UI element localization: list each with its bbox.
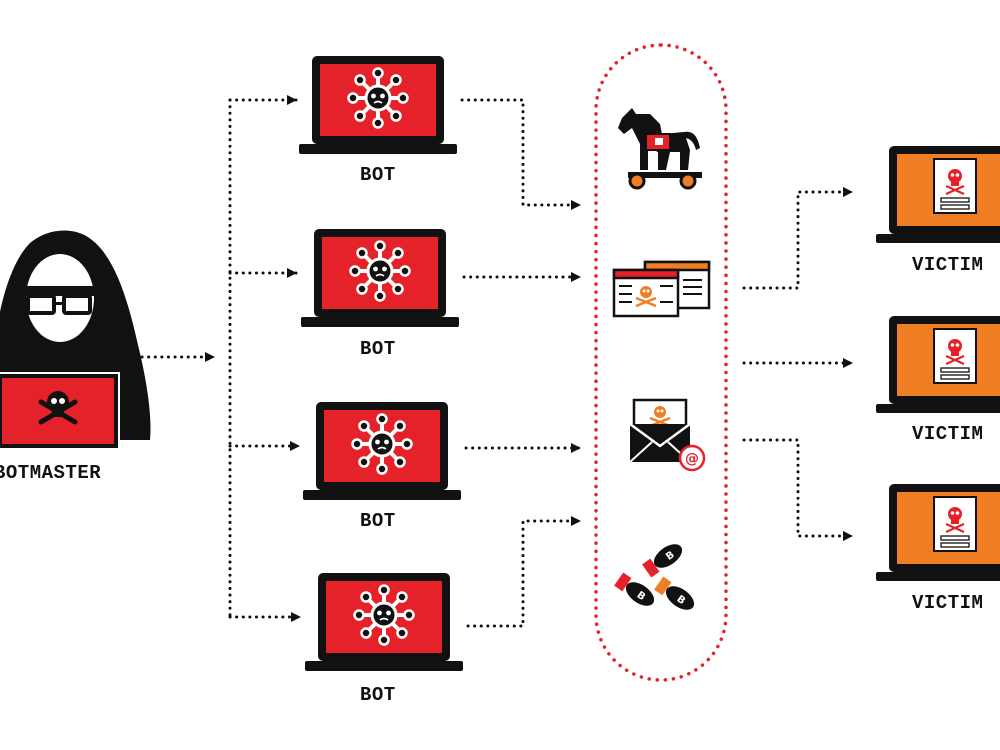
connector-arrows bbox=[140, 95, 854, 628]
victim-laptop-3 bbox=[876, 484, 1000, 581]
botmaster-hacker-icon bbox=[0, 230, 151, 448]
bot-label-4: BOT bbox=[360, 684, 396, 706]
victim-label-3: VICTIM bbox=[912, 592, 984, 614]
arrow-to-victim-3 bbox=[742, 438, 854, 541]
victim-laptop-2 bbox=[876, 316, 1000, 413]
arrow-to-victim-1 bbox=[742, 187, 854, 290]
infected-document-icon bbox=[932, 157, 978, 215]
virus-icon bbox=[346, 66, 410, 130]
svg-text:@: @ bbox=[685, 451, 699, 467]
bot-laptop-2 bbox=[301, 229, 459, 327]
phishing-email-icon: @ bbox=[629, 398, 706, 472]
bombs-icon: B B B bbox=[614, 544, 695, 610]
victim-label-1: VICTIM bbox=[912, 254, 984, 276]
trojan-horse-icon bbox=[618, 108, 702, 190]
infected-document-icon bbox=[932, 327, 978, 385]
virus-icon bbox=[348, 239, 412, 303]
arrow-bot-1-to-trojan bbox=[460, 98, 582, 210]
virus-icon bbox=[350, 412, 414, 476]
botmaster-label: BOTMASTER bbox=[0, 462, 102, 484]
victim-laptop-1 bbox=[876, 146, 1000, 243]
skull-crossbones-icon bbox=[38, 391, 78, 425]
bot-laptop-1 bbox=[299, 56, 457, 154]
victim-label-2: VICTIM bbox=[912, 423, 984, 445]
bot-label-3: BOT bbox=[360, 510, 396, 532]
arrow-bot-4-to-bombs bbox=[466, 516, 582, 628]
bot-label-2: BOT bbox=[360, 338, 396, 360]
infected-document-icon bbox=[932, 495, 978, 553]
bot-laptop-4 bbox=[305, 573, 463, 671]
bot-laptop-3 bbox=[303, 402, 461, 500]
attack-vector-capsule bbox=[594, 43, 728, 682]
virus-icon bbox=[352, 583, 416, 647]
bot-label-1: BOT bbox=[360, 164, 396, 186]
infected-windows-icon bbox=[612, 260, 711, 318]
